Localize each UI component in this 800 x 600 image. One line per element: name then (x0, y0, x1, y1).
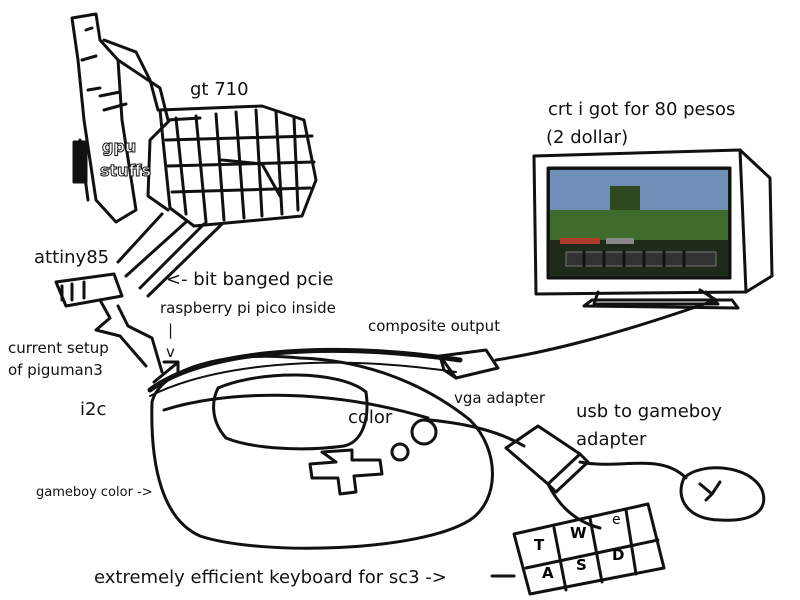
label-crt-line1: crt i got for 80 pesos (548, 99, 736, 120)
i2c-arrow (152, 360, 180, 384)
label-gpu-stuffs-line2: stuffs (99, 161, 152, 180)
label-gpu-stuffs-line1: gpu (101, 137, 137, 156)
label-usb-line2: adapter (576, 429, 647, 450)
key-d: D (612, 546, 625, 564)
key-w: W (570, 524, 587, 542)
label-gameboy-color: gameboy color -> (36, 485, 153, 500)
label-usb-line1: usb to gameboy (576, 401, 722, 422)
gpu-card-drawing (70, 12, 318, 298)
label-keyboard: extremely efficient keyboard for sc3 -> (94, 567, 447, 588)
label-crt-line2: (2 dollar) (546, 127, 629, 148)
key-s: S (576, 556, 587, 574)
label-current-setup-line2: of piguman3 (8, 361, 103, 379)
mouse-drawing (679, 466, 766, 522)
keyboard-drawing (512, 502, 666, 596)
key-e: e (612, 512, 621, 528)
label-pico-arrow-v: v (166, 343, 175, 361)
usb-adapter-drawing (504, 424, 590, 494)
label-pico-inside: raspberry pi pico inside (160, 299, 336, 317)
vga-adapter-drawing (438, 348, 500, 380)
key-a: A (542, 564, 554, 582)
label-pico-pipe: | (168, 321, 174, 339)
label-attiny85: attiny85 (34, 247, 110, 268)
gameboy-drawing (150, 354, 494, 550)
label-gt710: gt 710 (190, 79, 249, 100)
attiny-chip-drawing (54, 272, 164, 374)
label-composite-output: composite output (368, 317, 501, 335)
label-current-setup-line1: current setup (8, 339, 109, 357)
label-i2c: i2c (80, 399, 107, 420)
crt-monitor-drawing (532, 148, 774, 310)
label-vga-adapter: vga adapter (454, 389, 546, 407)
label-color: color (348, 407, 393, 428)
key-t: T (534, 536, 545, 554)
label-bit-banged-pcie: <- bit banged pcie (166, 269, 334, 290)
